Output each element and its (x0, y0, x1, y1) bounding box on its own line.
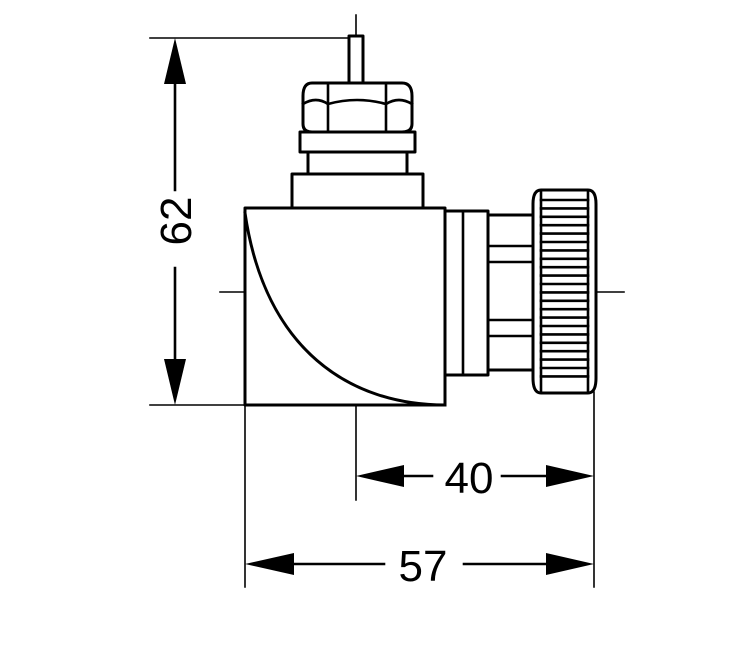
collar (290, 172, 425, 210)
arrowhead-left (245, 553, 294, 575)
arrowhead-right (546, 465, 594, 487)
dimension-offset: 40 (356, 454, 594, 503)
dimension-width-label: 57 (399, 542, 448, 591)
neck (306, 150, 409, 176)
dimension-height-label: 62 (152, 197, 201, 246)
arrowhead-up (164, 38, 186, 84)
body-curve (243, 211, 447, 407)
arrowhead-down (164, 359, 186, 405)
spigot (486, 213, 535, 372)
pin (347, 34, 365, 90)
arrowhead-right (546, 553, 594, 575)
hex-nut (301, 81, 414, 134)
neck-thread (298, 130, 417, 154)
knurl-lines (539, 198, 590, 378)
side-flange (443, 209, 490, 377)
arrowhead-left (356, 465, 404, 487)
dimension-offset-label: 40 (445, 454, 494, 503)
valve-body (243, 34, 598, 407)
dimension-height: 62 (152, 38, 201, 405)
dimension-width: 57 (245, 542, 594, 591)
